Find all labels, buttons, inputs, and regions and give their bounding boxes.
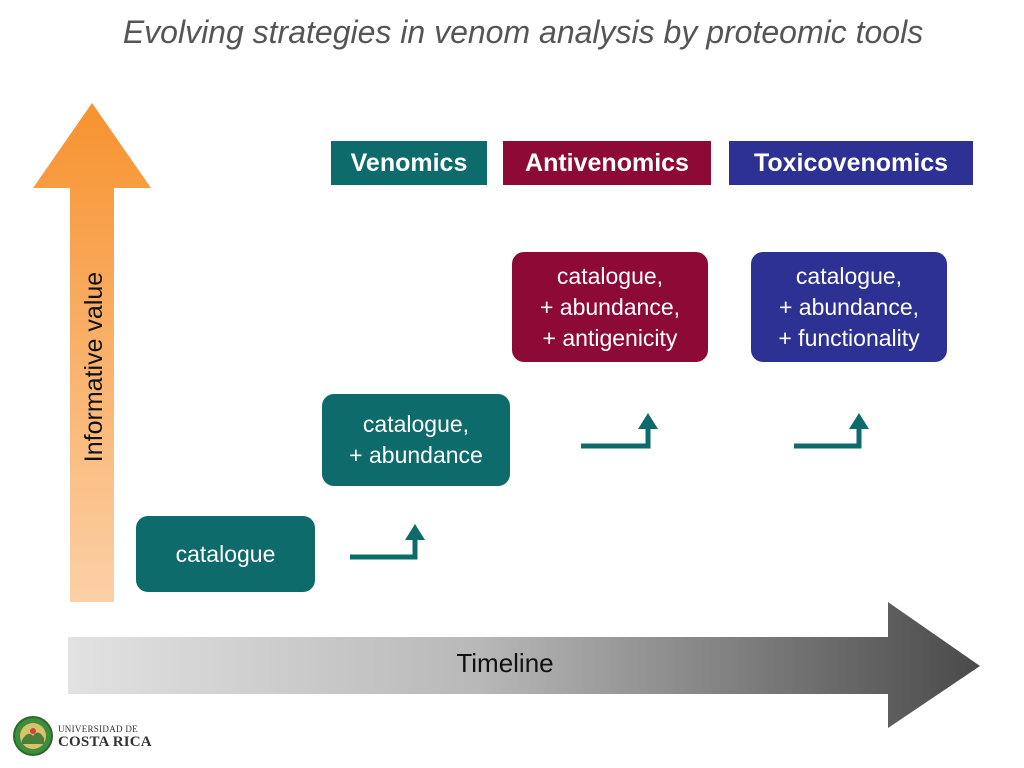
step-arrow-icon <box>581 413 658 449</box>
university-seal-icon <box>13 716 53 756</box>
header-toxicovenomics: Toxicovenomics <box>729 141 973 185</box>
step-line: catalogue, <box>362 411 470 437</box>
step-line: + abundance <box>349 442 483 468</box>
logo-text-line1: UNIVERSIDAD DE <box>58 724 138 734</box>
step-catalogue: catalogue <box>136 516 315 592</box>
step-line: + abundance, <box>539 293 681 320</box>
step-line: catalogue, <box>795 262 903 289</box>
x-axis-label: Timeline <box>456 648 554 678</box>
step-line: + antigenicity <box>542 324 678 351</box>
step-line: catalogue <box>175 540 276 567</box>
timeline-arrow <box>68 602 980 728</box>
header-venomics: Venomics <box>331 141 487 185</box>
step-antigenicity: catalogue, + abundance, + antigenicity <box>512 252 708 362</box>
step-line: + functionality <box>778 324 920 351</box>
informative-value-arrow <box>33 103 151 602</box>
step-catalogue-abundance: catalogue, + abundance <box>322 394 510 486</box>
step-arrow-icon <box>794 413 869 449</box>
y-axis-label: Informative value <box>80 271 108 463</box>
step-line: catalogue, <box>556 262 664 289</box>
step-functionality: catalogue, + abundance, + functionality <box>751 252 947 362</box>
page-title: Evolving strategies in venom analysis by… <box>122 14 924 50</box>
header-antivenomics: Antivenomics <box>503 141 711 185</box>
logo-text-line2: COSTA RICA <box>58 734 152 750</box>
step-arrow-icon <box>350 524 425 560</box>
step-line: + abundance, <box>778 293 920 320</box>
